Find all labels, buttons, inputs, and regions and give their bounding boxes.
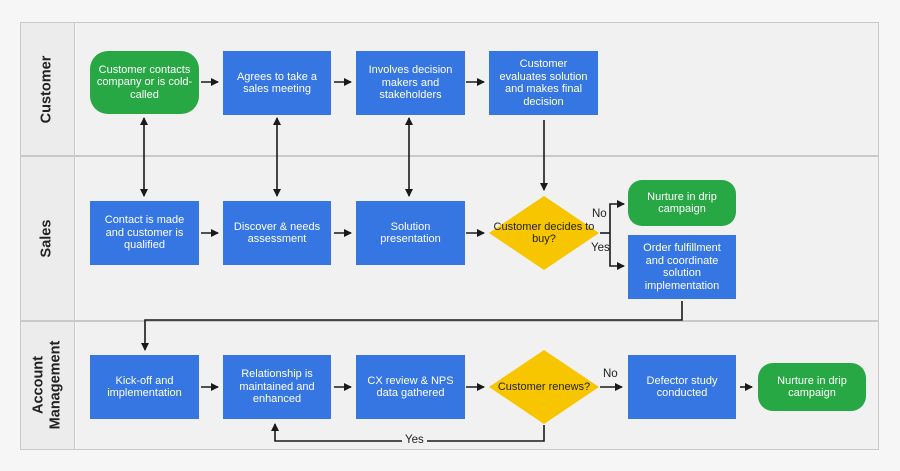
lane-body-customer [76,23,879,155]
node-cx-review[interactable]: CX review & NPS data gathered [356,355,465,419]
lane-divider [20,155,879,157]
lane-header-sales: Sales [20,156,75,320]
node-defector-study[interactable]: Defector study conducted [628,355,736,419]
decision-decides-to-buy-label: Customer decides to buy? [493,220,595,246]
edge-label-buy-no: No [592,208,607,220]
decision-customer-renews[interactable]: Customer renews? [488,349,600,425]
arrow-fulfillment-to-kickoff [141,301,683,351]
arrow-buy-no [609,200,625,233]
node-customer-contacts[interactable]: Customer contacts company or is cold-cal… [90,51,199,114]
decision-decides-to-buy[interactable]: Customer decides to buy? [488,195,600,271]
lane-body-sales [76,156,879,320]
node-customer-evaluates[interactable]: Customer evaluates solution and makes fi… [489,51,598,115]
lane-header-account: Account Management [20,321,75,449]
edge-label-buy-yes: Yes [591,242,610,254]
node-nurture-sales[interactable]: Nurture in drip campaign [628,180,736,226]
node-involves-decision-makers[interactable]: Involves decision makers and stakeholder… [356,51,465,115]
lane-header-customer: Customer [20,23,75,155]
node-solution-presentation[interactable]: Solution presentation [356,201,465,265]
arrow-buy-yes [609,233,625,270]
edge-label-renew-yes: Yes [402,434,427,446]
decision-diamond-shape [489,196,599,270]
node-contact-qualified[interactable]: Contact is made and customer is qualifie… [90,201,199,265]
node-relationship[interactable]: Relationship is maintained and enhanced [223,355,331,419]
node-kickoff[interactable]: Kick-off and implementation [90,355,199,419]
node-nurture-account[interactable]: Nurture in drip campaign [758,363,866,411]
decision-diamond-shape [489,350,599,424]
edge-label-renew-no: No [603,368,618,380]
node-agrees-meeting[interactable]: Agrees to take a sales meeting [223,51,331,115]
node-order-fulfillment[interactable]: Order fulfillment and coordinate solutio… [628,235,736,299]
diagram-frame [20,22,879,450]
node-discover-needs[interactable]: Discover & needs assessment [223,201,331,265]
decision-customer-renews-label: Customer renews? [497,380,591,393]
